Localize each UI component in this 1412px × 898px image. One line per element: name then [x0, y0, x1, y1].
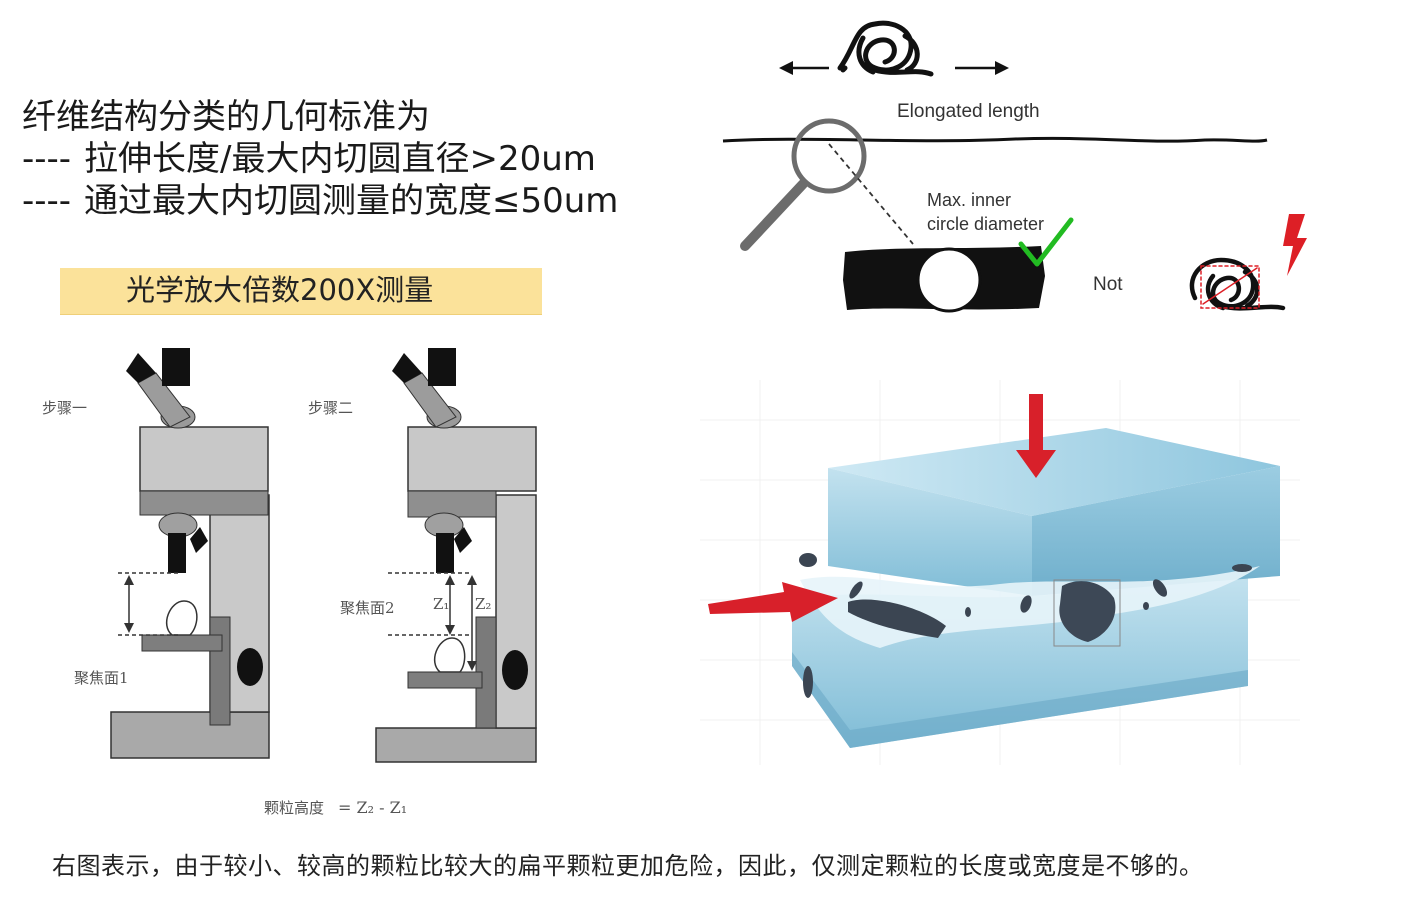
particle-fragment [965, 607, 971, 617]
elongated-length-label: Elongated length [897, 101, 1040, 122]
microscope-1-image [110, 348, 270, 759]
fiber-strand [722, 136, 1268, 143]
max-inner-label-line1: Max. inner [927, 190, 1011, 210]
max-inner-label-line2: circle diameter [927, 214, 1044, 234]
side-force-arrow-icon [708, 582, 838, 622]
upper-block [828, 428, 1280, 596]
criteria-length-text: 拉伸长度/最大内切圆直径>20um [84, 139, 596, 179]
magnification-banner: 光学放大倍数200X测量 [60, 268, 542, 315]
z1-label: Z₁ [433, 595, 449, 613]
step-1-label: 步骤一 [42, 399, 87, 417]
not-label: Not [1093, 274, 1123, 295]
particle-fragment [799, 553, 817, 567]
bullet-dash: ---- [22, 181, 72, 221]
tall-particle [1059, 581, 1116, 642]
left-arrow-icon [779, 61, 829, 75]
right-arrow-icon [955, 61, 1009, 75]
check-icon [1018, 217, 1074, 267]
particle-fragment [1232, 564, 1252, 572]
particle-compression-illustration [700, 380, 1300, 765]
lightning-icon [1283, 214, 1307, 276]
magnifier-icon [740, 118, 867, 251]
z2-label: Z₂ [475, 595, 491, 613]
particle-height-label: 颗粒高度 [264, 799, 324, 817]
particle-fragment [1143, 602, 1149, 610]
leader-line [828, 143, 914, 245]
fiber-measurement-diagram: Elongated length Max. inner circle diame… [722, 20, 1307, 313]
criteria-heading: 纤维结构分类的几何标准为 ---- 拉伸长度/最大内切圆直径>20um ---- 通… [22, 96, 618, 222]
height-formula: = Z₂ - Z₁ [338, 798, 407, 817]
focus-plane-1-label: 聚焦面1 [74, 669, 129, 687]
particle-fragment [1020, 595, 1032, 613]
particle-fragment [849, 581, 863, 599]
fiber-cross-section-image [843, 246, 1045, 313]
criteria-item-length: ---- 拉伸长度/最大内切圆直径>20um [22, 138, 618, 180]
particle-fragment [1152, 579, 1168, 597]
microscope-diagram: 步骤一 步骤二 聚焦面1 聚焦面2 Z₁ Z₂ 颗粒高度 = Z₂ - Z₁ [42, 348, 537, 817]
tangled-fiber-image [837, 20, 934, 77]
microscope-2-image [375, 348, 537, 763]
flat-particle [848, 599, 946, 638]
criteria-title: 纤维结构分类的几何标准为 [22, 97, 430, 137]
step-2-label: 步骤二 [308, 399, 353, 417]
particle-highlight-box [1053, 579, 1121, 647]
criteria-width-text: 通过最大内切圆测量的宽度≤50um [84, 181, 619, 221]
slide-caption: 右图表示，由于较小、较高的颗粒比较大的扁平颗粒更加危险，因此，仅测定颗粒的长度或… [52, 852, 1204, 880]
particle-fragment [803, 666, 813, 698]
down-force-arrow-icon [1016, 394, 1056, 478]
criteria-item-width: ---- 通过最大内切圆测量的宽度≤50um [22, 180, 618, 222]
focus-plane-2-label: 聚焦面2 [340, 599, 395, 617]
tangled-fiber-rejected-image [1189, 257, 1286, 311]
bullet-dash: ---- [22, 139, 72, 179]
